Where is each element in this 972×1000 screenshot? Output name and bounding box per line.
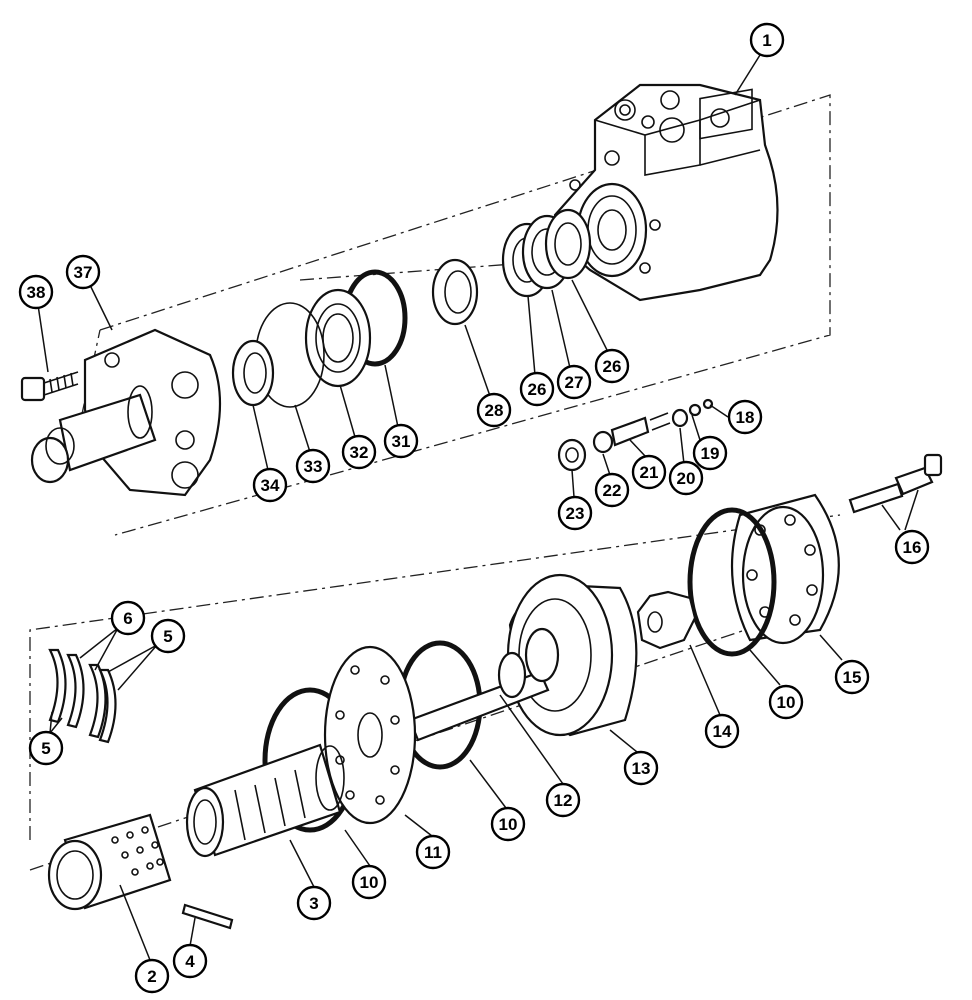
callout-26-a: 26 xyxy=(519,371,555,407)
drive-14 xyxy=(636,590,697,650)
svg-text:32: 32 xyxy=(350,443,369,462)
callout-32: 32 xyxy=(341,434,377,470)
svg-text:1: 1 xyxy=(762,31,771,50)
pin-4 xyxy=(181,903,234,930)
callout-19: 19 xyxy=(692,435,728,471)
leader-lines xyxy=(37,54,919,961)
callout-2: 2 xyxy=(134,958,170,994)
springs-5-6 xyxy=(48,648,117,744)
callout-33: 33 xyxy=(295,448,331,484)
svg-text:21: 21 xyxy=(640,463,659,482)
callout-16: 16 xyxy=(894,529,930,565)
svg-text:3: 3 xyxy=(309,894,318,913)
svg-text:6: 6 xyxy=(123,609,132,628)
end-cap-37 xyxy=(30,328,222,497)
callout-1: 1 xyxy=(749,22,785,58)
svg-text:16: 16 xyxy=(903,538,922,557)
callout-31: 31 xyxy=(383,423,419,459)
callout-18: 18 xyxy=(727,399,763,435)
callout-3: 3 xyxy=(296,885,332,921)
drive-shaft-12 xyxy=(408,627,560,742)
callouts: 1 38 37 34 33 32 31 28 26 27 26 18 19 20… xyxy=(18,22,930,994)
callout-10-b: 10 xyxy=(490,806,526,842)
svg-text:11: 11 xyxy=(424,843,442,862)
callout-20: 20 xyxy=(668,460,704,496)
svg-text:5: 5 xyxy=(41,739,50,758)
callout-14: 14 xyxy=(704,713,740,749)
sleeve-2 xyxy=(47,813,172,911)
callout-21: 21 xyxy=(631,454,667,490)
callout-10-a: 10 xyxy=(768,684,804,720)
valve-housing xyxy=(553,83,779,302)
svg-text:37: 37 xyxy=(74,263,93,282)
svg-text:31: 31 xyxy=(392,432,411,451)
relief-valve-parts xyxy=(557,398,714,472)
svg-text:18: 18 xyxy=(736,408,755,427)
callout-27: 27 xyxy=(556,364,592,400)
callout-5-a: 5 xyxy=(150,618,186,654)
end-cap-15 xyxy=(730,493,840,645)
callout-23: 23 xyxy=(557,495,593,531)
svg-text:5: 5 xyxy=(163,627,172,646)
callout-11: 11 xyxy=(415,834,451,870)
callout-5-b: 5 xyxy=(28,730,64,766)
callout-6: 6 xyxy=(110,600,146,636)
bolt-38 xyxy=(20,371,79,402)
spacer-plate-11 xyxy=(323,645,417,825)
svg-text:28: 28 xyxy=(485,401,504,420)
svg-text:2: 2 xyxy=(147,967,156,986)
callout-4: 4 xyxy=(172,943,208,979)
svg-text:10: 10 xyxy=(777,693,796,712)
svg-text:13: 13 xyxy=(632,759,651,778)
callout-13: 13 xyxy=(623,750,659,786)
callout-22: 22 xyxy=(594,472,630,508)
svg-text:20: 20 xyxy=(677,469,696,488)
svg-text:10: 10 xyxy=(499,815,518,834)
svg-text:19: 19 xyxy=(701,444,720,463)
svg-text:4: 4 xyxy=(185,952,195,971)
seals-31-34 xyxy=(231,269,408,408)
svg-text:26: 26 xyxy=(603,357,622,376)
callout-26-b: 26 xyxy=(594,348,630,384)
callout-37: 37 xyxy=(65,254,101,290)
callout-38: 38 xyxy=(18,274,54,310)
svg-text:10: 10 xyxy=(360,873,379,892)
svg-text:22: 22 xyxy=(603,481,622,500)
svg-text:38: 38 xyxy=(27,283,46,302)
callout-34: 34 xyxy=(252,467,288,503)
svg-text:34: 34 xyxy=(261,476,280,495)
svg-text:26: 26 xyxy=(528,380,547,399)
seal-28 xyxy=(431,258,479,326)
callout-10-c: 10 xyxy=(351,864,387,900)
screws-16 xyxy=(848,453,943,514)
svg-text:23: 23 xyxy=(566,504,585,523)
spool-3 xyxy=(185,743,345,858)
thrust-bearing-stack xyxy=(501,208,592,298)
callout-15: 15 xyxy=(834,659,870,695)
callout-12: 12 xyxy=(545,782,581,818)
svg-text:15: 15 xyxy=(843,668,862,687)
svg-text:14: 14 xyxy=(713,722,732,741)
svg-text:27: 27 xyxy=(565,373,584,392)
callout-28: 28 xyxy=(476,392,512,428)
svg-text:33: 33 xyxy=(304,457,323,476)
svg-text:12: 12 xyxy=(554,791,573,810)
